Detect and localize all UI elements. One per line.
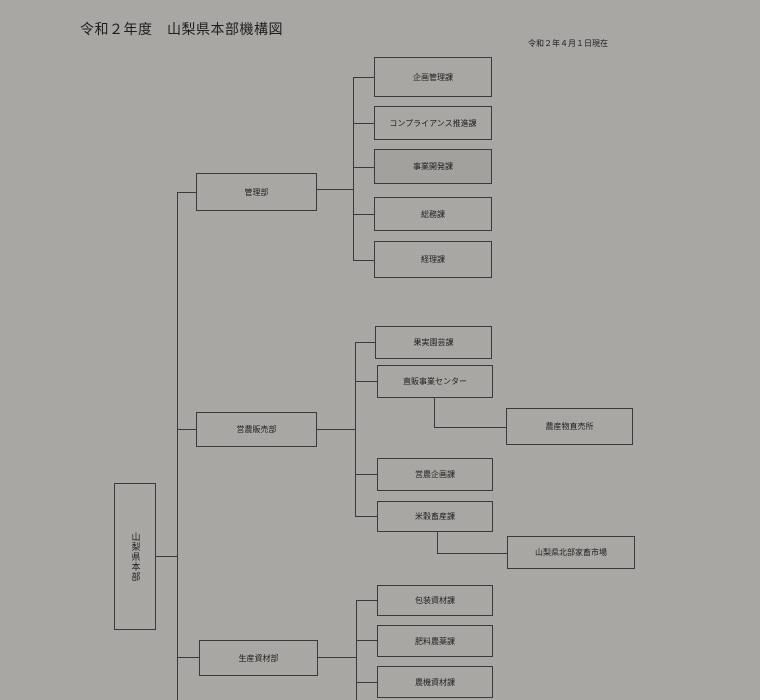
dept-label: 営農販売部: [236, 425, 277, 434]
section-box: 米穀畜産課: [377, 501, 493, 532]
facility-label: 山梨県北部家畜市場: [535, 548, 607, 557]
section-box: 経理課: [374, 241, 492, 278]
section-box: 果実園芸課: [375, 326, 492, 359]
section-label: コンプライアンス推進課: [389, 118, 477, 128]
section-label: 事業開発課: [413, 162, 453, 171]
org-root-label: 山梨県本部: [129, 531, 140, 582]
section-label: 果実園芸課: [413, 338, 454, 347]
section-label: 営農企画課: [415, 470, 455, 479]
facility-box: 農産物直売所: [506, 408, 633, 445]
dept-box-eino-hanbai: 営農販売部: [196, 412, 317, 447]
section-box: 包装資材課: [377, 585, 493, 616]
section-box: 農機資材課: [377, 666, 493, 698]
section-label: 包装資材課: [415, 596, 455, 605]
section-box: 事業開発課: [374, 149, 492, 184]
section-box: 直販事業センター: [377, 365, 493, 398]
section-label: 肥料農薬課: [415, 636, 455, 646]
section-label: 経理課: [421, 255, 445, 264]
org-root-box: 山梨県本部: [114, 483, 156, 630]
section-box: コンプライアンス推進課: [374, 106, 492, 140]
dept-label: 生産資材部: [238, 653, 279, 663]
facility-box: 山梨県北部家畜市場: [507, 536, 635, 569]
section-label: 農機資材課: [415, 677, 455, 687]
dept-box-kanri: 管理部: [196, 173, 317, 211]
dept-box-seisan-shizai: 生産資材部: [199, 640, 318, 676]
section-box: 営農企画課: [377, 458, 493, 491]
section-label: 直販事業センター: [403, 377, 467, 386]
as-of-date: 令和２年４月１日現在: [528, 39, 608, 48]
section-box: 企画管理課: [374, 57, 492, 97]
section-label: 企画管理課: [413, 72, 453, 82]
dept-label: 管理部: [244, 187, 269, 197]
section-box: 肥料農薬課: [377, 625, 493, 657]
section-label: 米穀畜産課: [415, 512, 455, 521]
section-box: 総務課: [374, 197, 492, 231]
page-title: 令和２年度 山梨県本部機構図: [80, 22, 283, 38]
section-label: 総務課: [421, 209, 445, 219]
facility-label: 農産物直売所: [545, 422, 594, 431]
